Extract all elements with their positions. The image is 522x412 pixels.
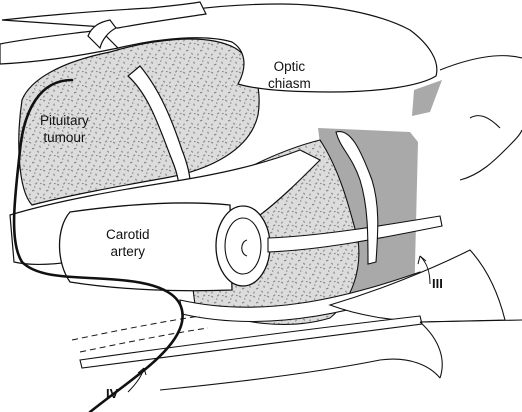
label-carotid-artery-line1: Carotid bbox=[106, 227, 150, 242]
optic-nerve-upper bbox=[1, 1, 207, 29]
pointer-iii-head bbox=[417, 255, 427, 265]
carotid-artery-inner-ring bbox=[224, 217, 262, 275]
optic-chiasm-shape bbox=[99, 3, 438, 93]
dashed-nerve-2 bbox=[79, 327, 209, 353]
right-grey-wedge bbox=[412, 80, 442, 116]
label-optic-chiasm-line1: Optic bbox=[273, 59, 306, 74]
dashed-nerve-1 bbox=[71, 315, 201, 341]
carotid-artery-shape bbox=[58, 202, 233, 292]
label-carotid-artery-line2: artery bbox=[110, 244, 146, 259]
petrous-edge bbox=[328, 249, 506, 323]
pituitary-tumour-shape bbox=[18, 38, 260, 206]
label-optic-chiasm-line2: chiasm bbox=[268, 76, 311, 91]
lower-bone-outline bbox=[159, 319, 522, 391]
arterial-branch-upper bbox=[87, 19, 117, 50]
clinoid-process bbox=[335, 130, 379, 265]
pointer-iv-head bbox=[137, 367, 147, 376]
skull-base-outline bbox=[439, 55, 522, 181]
label-nerve-iii: III bbox=[432, 276, 443, 291]
label-pituitary-tumour-line1: Pituitary bbox=[40, 113, 89, 128]
label-pituitary-tumour: Pituitary tumour bbox=[40, 112, 89, 146]
label-pituitary-tumour-line2: tumour bbox=[43, 130, 86, 145]
carotid-lumen-mark bbox=[241, 239, 248, 257]
capsule-outline bbox=[12, 78, 184, 412]
pointer-iv bbox=[127, 367, 145, 393]
oculomotor-nerve bbox=[267, 215, 443, 253]
label-nerve-iv: IV bbox=[106, 386, 119, 401]
optic-nerve-left bbox=[0, 29, 120, 65]
label-optic-chiasm: Optic chiasm bbox=[268, 58, 311, 92]
label-carotid-artery: Carotid artery bbox=[106, 226, 150, 260]
